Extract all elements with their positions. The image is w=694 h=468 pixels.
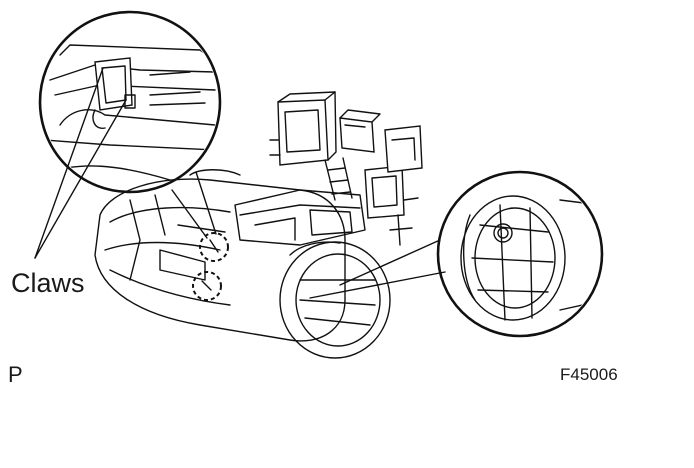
claws-callout-label: Claws [11, 268, 85, 298]
claw-detail-inset [34, 10, 222, 259]
column-cover-assembly [94, 91, 423, 359]
figure-id-label: F45006 [560, 365, 618, 384]
corner-marker-label: P [8, 362, 23, 387]
ring-detail-inset [309, 170, 604, 338]
claw-markers [192, 232, 229, 301]
